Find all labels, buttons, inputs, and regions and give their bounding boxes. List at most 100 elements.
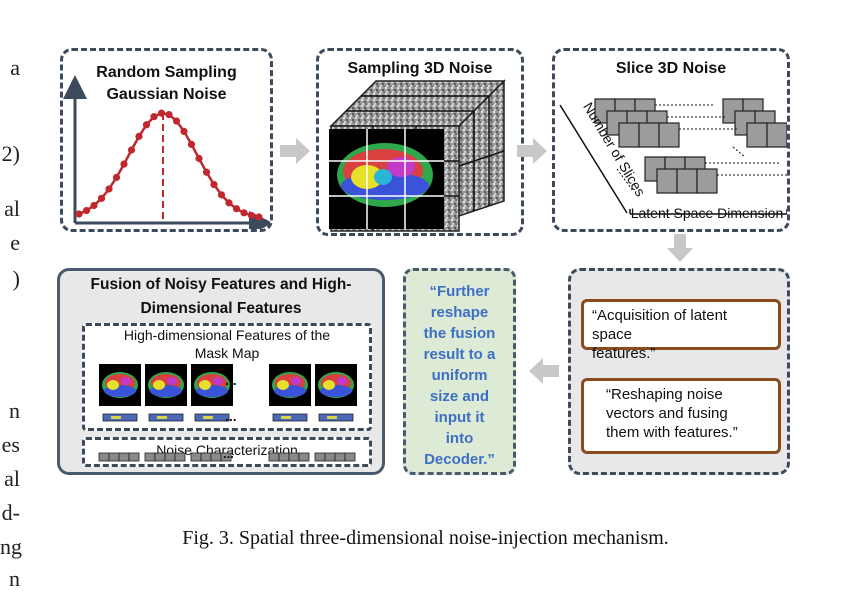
slice-cell [766,122,787,148]
acquisition-line2: features.” [592,345,656,362]
fusion-title-line1: Fusion of Noisy Features and High- [90,276,352,293]
margin-text: ng [0,534,22,559]
noise-characterization-box: Noise Characterization ... [82,437,372,467]
curve-point [232,205,241,213]
noise-vectors [98,452,356,462]
margin-text: es [1,432,20,457]
reshape-text: “Further reshape the fusion result to a … [406,281,513,470]
reshape-line: uniform [431,367,488,384]
noise-vector [98,452,140,462]
reshape-line: “Further [429,283,490,300]
curve-points [75,109,263,221]
gaussian-title-line2: Gaussian Noise [106,86,227,103]
bar-ellipsis: ... [225,408,237,424]
reshaping-line1: “Reshaping noise [606,386,723,403]
steps-panel: “Acquisition of latent space features.” … [568,268,790,475]
mask-features-title-line2: Mask Map [194,345,260,361]
curve-point [135,132,143,140]
noise-cube [329,79,506,232]
gaussian-title-line1: Random Sampling [96,64,237,81]
slice-diagram [559,98,787,215]
mask-features-title-line1: High-dimensional Features of the [123,327,331,343]
reshaping-line2: vectors and fusing [606,405,728,422]
margin-text: n [9,398,20,423]
noise-vector [314,452,356,462]
margin-text: ) [12,266,20,291]
curve-point [105,185,113,193]
curve-point [210,180,218,189]
slice-cell [676,168,698,194]
reshape-line: size and [429,388,490,405]
margin-text: e [10,230,20,255]
latent-axis-label: Latent Space Dimension [630,205,784,221]
mask-thumbnail [99,364,141,406]
reshape-line: into [445,430,474,447]
gaussian-panel: Random Sampling Gaussian Noise [60,48,273,232]
curve-point [112,173,121,181]
thumb-ellipsis: ... [225,372,237,388]
slice-cell [618,122,640,148]
mask-thumbnail [145,364,187,406]
curve-point [165,111,173,119]
reshape-panel: “Further reshape the fusion result to a … [403,268,516,475]
curve-point [157,109,166,117]
mask-thumbnail [269,364,311,406]
noise-slices [594,98,787,194]
fusion-title-line2: Dimensional Features [140,300,302,317]
margin-text: a [10,55,20,80]
figure-caption: Fig. 3. Spatial three-dimensional noise-… [182,527,669,549]
margin-text: n [9,566,20,591]
left-arrow-icon [529,358,559,384]
curve-point [187,140,196,149]
right-arrow-icon [517,138,547,164]
curve-point [217,191,226,199]
gaussian-curve-plot [63,75,270,229]
sampling-3d-title: Sampling 3D Noise [347,60,493,77]
curve-point [75,210,83,218]
mask-thumbnail [315,364,357,406]
sampling-3d-panel: Sampling 3D Noise [316,48,524,236]
mask-thumbnails [99,364,357,422]
fusion-panel: Fusion of Noisy Features and High- Dimen… [57,268,385,475]
reshape-line: reshape [430,304,489,321]
slice-cell [746,122,768,148]
slice-3d-panel: Slice 3D Noise Number of Slices Latent S… [552,48,790,232]
curve-point [90,201,98,210]
curve-point [120,160,128,168]
curve-point [142,121,151,129]
margin-text: 2) [1,141,20,166]
reshape-line: result to a [423,346,496,363]
curve-point [225,199,233,207]
noise-vector [268,452,310,462]
down-arrow-icon [667,234,693,262]
slice-cell [638,122,660,148]
reshape-line: Decoder.” [424,451,495,468]
noise-vector [190,452,232,462]
acquisition-note: “Acquisition of latent space features.” [581,299,781,362]
curve-point [202,168,211,176]
acquisition-line1: “Acquisition of latent space [592,307,728,343]
curve-point [97,194,106,202]
reshape-line: the fusion [423,325,496,342]
right-arrow-icon [280,138,310,164]
slice-3d-title: Slice 3D Noise [615,60,727,77]
curve-point [240,209,248,217]
slice-cell [656,168,678,194]
margin-text: al [4,466,20,491]
curve-point [127,146,136,154]
curve-point [150,113,158,121]
noise-vector [144,452,186,462]
reshaping-line3: them with features.” [606,424,738,441]
margin-text: d- [1,500,20,525]
mask-thumbnail [191,364,233,406]
curve-point [255,213,263,221]
reshape-line: input it [434,409,485,426]
curve-point [180,127,188,136]
noise-ellipsis: ... [223,446,234,461]
curve-point [247,211,256,220]
slice-cell [696,168,718,194]
margin-text: al [4,196,20,221]
reshaping-note: “Reshaping noise vectors and fusing them… [581,378,781,454]
slice-cell [658,122,680,148]
curve-point [82,206,91,215]
